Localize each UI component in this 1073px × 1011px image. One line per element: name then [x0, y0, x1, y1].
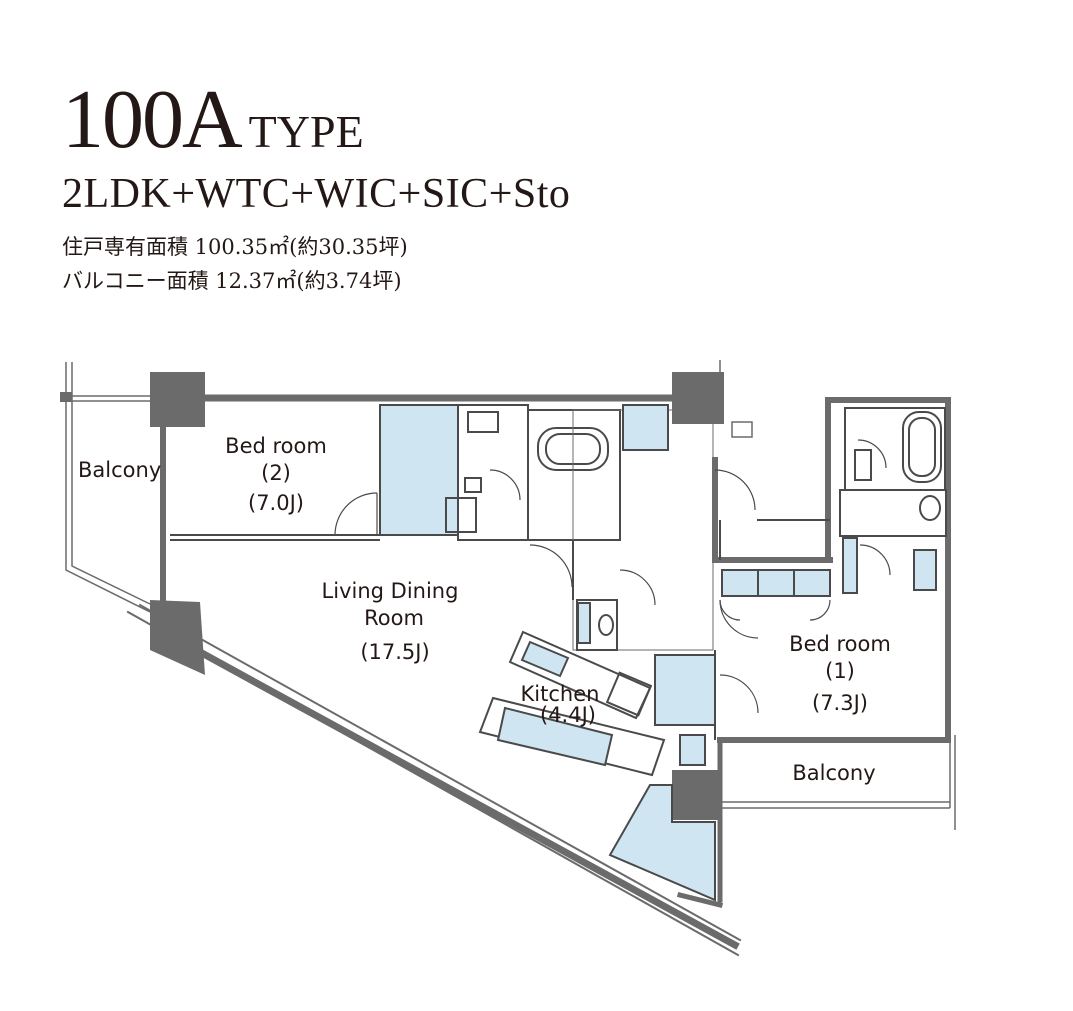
- balcony-area: バルコニー面積 12.37㎡(約3.74坪): [62, 269, 402, 293]
- kitchen-size: (4.4J): [540, 703, 596, 727]
- room-labels: Balcony Bed room (2) (7.0J) Living Dinin…: [78, 434, 891, 785]
- layout-code: 2LDK+WTC+WIC+SIC+Sto: [62, 171, 571, 217]
- living-size: (17.5J): [360, 640, 429, 664]
- pillars: [60, 372, 724, 820]
- lower-right-storage: [608, 784, 716, 902]
- bedroom2-name: Bed room: [225, 434, 327, 458]
- interior-walls: [170, 404, 947, 766]
- living-label-line1: Living Dining: [322, 579, 459, 603]
- balcony-left-label: Balcony: [78, 458, 161, 482]
- area-info: 住戸専有面積 100.35㎡(約30.35坪) バルコニー面積 12.37㎡(約…: [62, 230, 570, 298]
- outer-walls: [126, 394, 951, 957]
- type-word: TYPE: [248, 106, 364, 157]
- balcony-right-label: Balcony: [792, 761, 875, 785]
- bedroom1-number: (1): [825, 659, 855, 683]
- bedroom2-size: (7.0J): [248, 491, 304, 515]
- kitchen-counters: [478, 630, 666, 777]
- bedroom2-number: (2): [261, 461, 291, 485]
- bedroom1-size: (7.3J): [812, 691, 868, 715]
- type-number: 100A: [62, 73, 243, 166]
- kitchen-name: Kitchen: [521, 682, 600, 706]
- living-label-line2: Room: [364, 606, 424, 630]
- private-area: 住戸専有面積 100.35㎡(約30.35坪): [62, 235, 408, 259]
- bedroom1-name: Bed room: [789, 632, 891, 656]
- doors: [334, 439, 891, 714]
